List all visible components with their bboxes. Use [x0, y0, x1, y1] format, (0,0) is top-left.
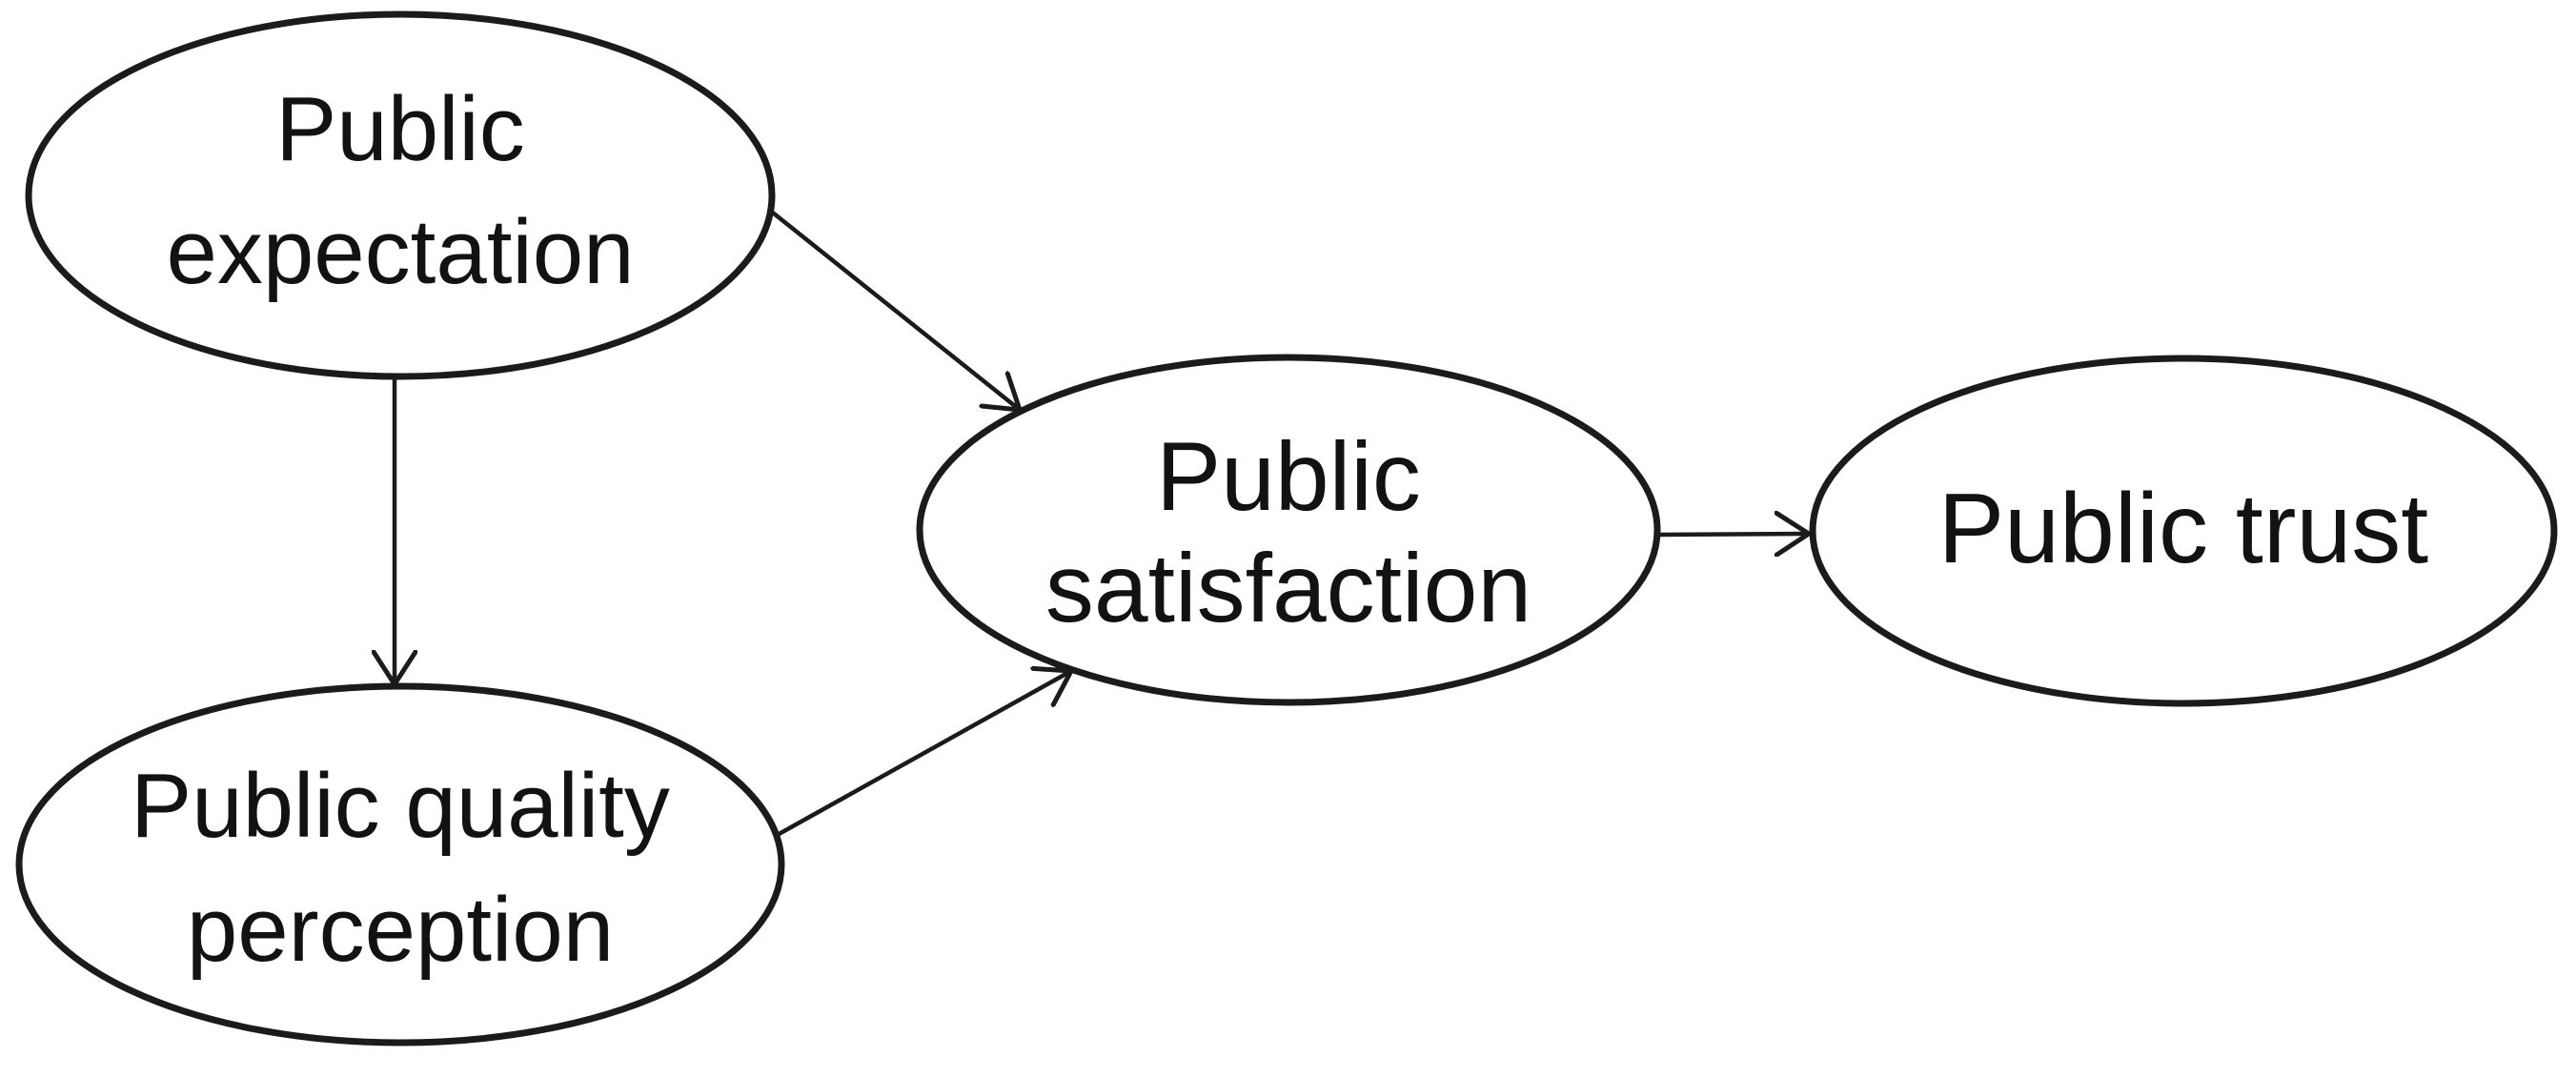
node-public-quality-perception: Public quality perception	[15, 682, 785, 1047]
node-public-expectation: Public expectation	[25, 10, 776, 380]
public-trust-label-line-1: Public trust	[1938, 474, 2429, 584]
public-expectation-ellipse	[25, 10, 776, 380]
public-satisfaction-label-line-1: Public	[1156, 422, 1421, 531]
public-satisfaction-label-line-2: satisfaction	[1045, 534, 1531, 642]
public-expectation-label-line-1: Public	[275, 78, 524, 180]
public-trust-ellipse	[1809, 355, 2558, 707]
quality-perception-to-satisfaction-arrow	[772, 671, 1071, 839]
public-quality-perception-ellipse	[15, 682, 785, 1047]
node-public-trust: Public trust	[1809, 355, 2558, 707]
expectation-to-satisfaction-arrow	[762, 204, 1020, 410]
public-quality-perception-label-line-1: Public quality	[131, 755, 670, 857]
public-expectation-label-line-2: expectation	[166, 201, 634, 303]
public-quality-perception-label-line-2: perception	[187, 879, 614, 981]
public-satisfaction-ellipse	[916, 354, 1661, 706]
edges-layer	[395, 204, 1809, 839]
satisfaction-to-trust-arrow	[1657, 534, 1809, 535]
